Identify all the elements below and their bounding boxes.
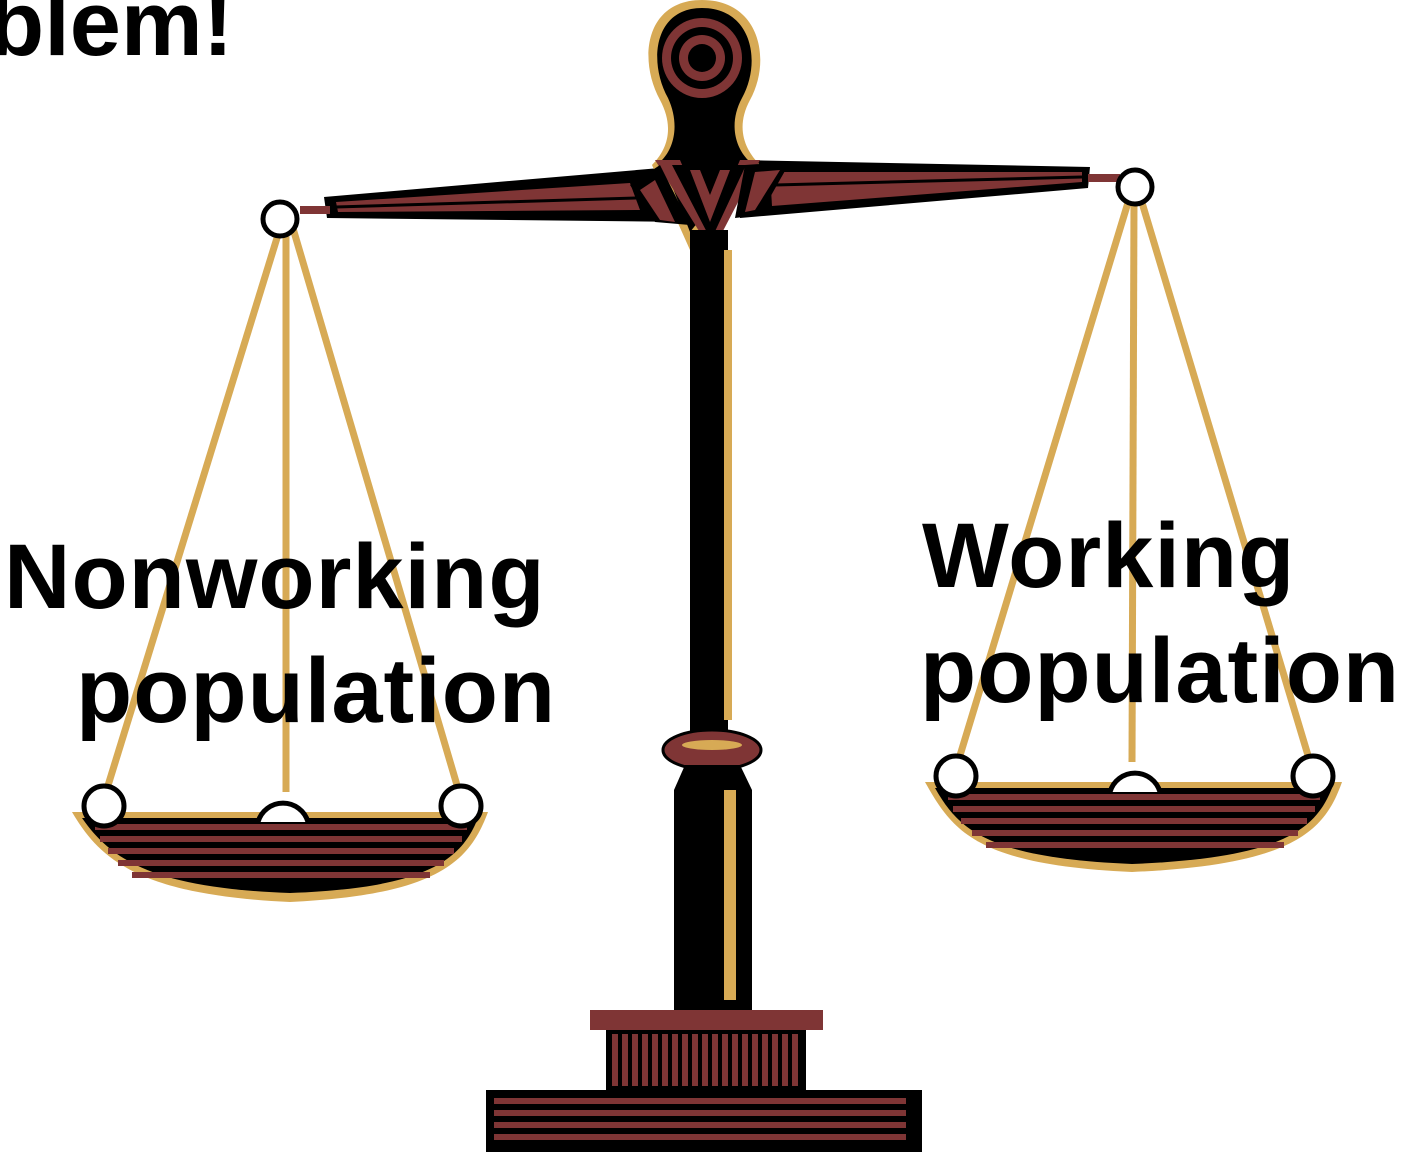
left-pan-label-line2: population bbox=[76, 640, 557, 742]
left-pan bbox=[72, 783, 488, 902]
left-pan-label-line1: Nonworking bbox=[4, 526, 546, 628]
right-pan bbox=[925, 753, 1342, 872]
right-pan-label-line1: Working bbox=[922, 505, 1296, 607]
left-beam bbox=[300, 168, 690, 222]
right-pan-label-line2: population bbox=[920, 620, 1401, 722]
left-pan-strings bbox=[102, 223, 463, 794]
right-beam bbox=[740, 160, 1120, 218]
right-pivot-ring bbox=[1115, 167, 1155, 207]
right-pan-strings bbox=[954, 194, 1314, 764]
left-pivot-ring bbox=[260, 199, 300, 239]
center-post bbox=[661, 230, 763, 1010]
scale-finial bbox=[630, 0, 790, 252]
slide-title-fragment: blem! bbox=[0, 0, 234, 75]
scale-base bbox=[486, 1010, 922, 1152]
